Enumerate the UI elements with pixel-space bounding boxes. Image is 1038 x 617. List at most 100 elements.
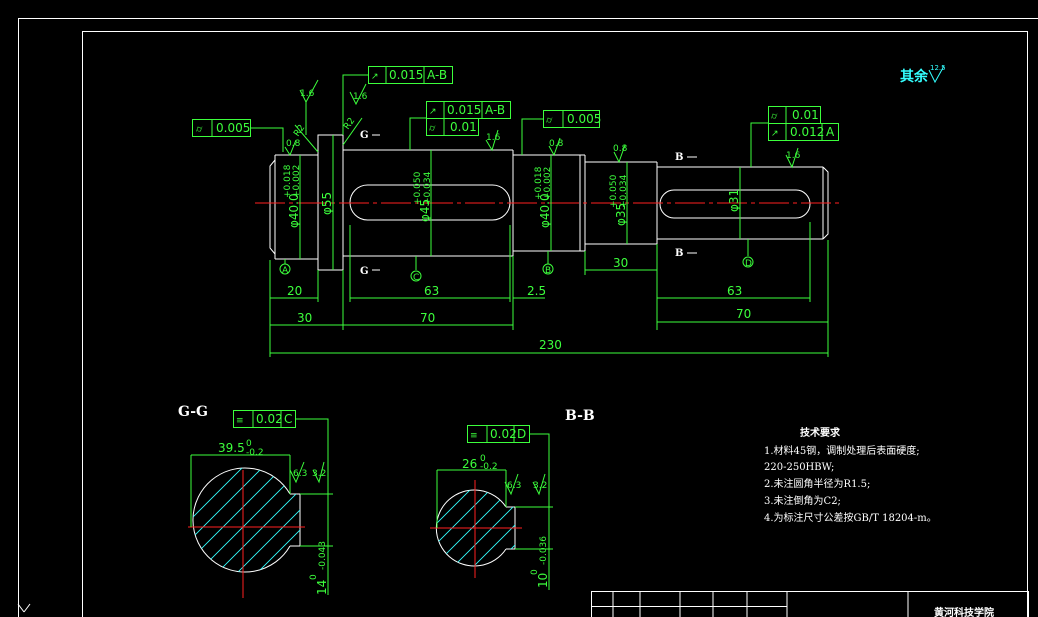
gtol-frame-2: ↗ 0.015 A-B bbox=[342, 66, 453, 135]
svg-text:⌭: ⌭ bbox=[429, 124, 436, 134]
dim-70-left: 70 bbox=[420, 311, 435, 325]
radius-callouts: R2 R2 bbox=[292, 116, 363, 153]
outer-border bbox=[18, 18, 1038, 617]
svg-text:D: D bbox=[517, 427, 526, 441]
svg-text:1.6: 1.6 bbox=[786, 151, 801, 161]
roughness-r6: 0.8 bbox=[548, 137, 564, 157]
dim-70-right: 70 bbox=[736, 307, 751, 321]
general-roughness: 其余 12.5 bbox=[900, 64, 946, 85]
svg-text:-0.036: -0.036 bbox=[539, 536, 549, 565]
svg-text:3.2: 3.2 bbox=[312, 469, 326, 479]
section-gg-view: 39.5 0 -0.2 14 0 -0.043 ≡ 0.02 C 6.3 3.2 bbox=[188, 410, 333, 598]
svg-text:A-B: A-B bbox=[427, 68, 447, 82]
svg-text:0: 0 bbox=[480, 454, 486, 464]
svg-text:⌭: ⌭ bbox=[196, 125, 203, 135]
datum-c: C bbox=[410, 256, 422, 283]
svg-text:+0.002: +0.002 bbox=[543, 167, 553, 200]
section-gg-title: G-G bbox=[178, 404, 208, 420]
svg-text:A-B: A-B bbox=[485, 103, 505, 117]
svg-text:B: B bbox=[675, 152, 683, 163]
datum-b: B bbox=[542, 251, 554, 276]
svg-text:0.01: 0.01 bbox=[792, 108, 819, 122]
datum-markers: A C B D bbox=[279, 239, 754, 283]
svg-text:0: 0 bbox=[530, 569, 540, 575]
svg-text:↗: ↗ bbox=[429, 107, 437, 117]
section-bb-title: B-B bbox=[565, 408, 595, 424]
svg-text:+0.050: +0.050 bbox=[413, 171, 423, 205]
gtol-frame-3: ↗ ⌭ 0.015 A-B 0.01 bbox=[409, 101, 511, 150]
svg-text:1.6: 1.6 bbox=[486, 133, 501, 143]
svg-text:10: 10 bbox=[536, 573, 550, 588]
svg-text:0.8: 0.8 bbox=[549, 139, 564, 149]
svg-text:A: A bbox=[282, 266, 289, 276]
length-dims: 20 30 63 70 2.5 30 63 70 230 bbox=[269, 222, 829, 357]
diameter-labels: φ40.0 +0.018 +0.002 φ55 φ45 +0.050 +0.03… bbox=[283, 164, 741, 228]
technical-notes: 技术要求 1.材料45钢，调制处理后表面硬度; 220-250HBW; 2.未注… bbox=[764, 426, 937, 524]
svg-text:+0.018: +0.018 bbox=[534, 166, 544, 200]
svg-text:G: G bbox=[360, 130, 369, 141]
dim-230: 230 bbox=[539, 338, 562, 352]
dim-dia35: φ35 bbox=[614, 203, 628, 226]
svg-text:B: B bbox=[675, 248, 683, 259]
svg-text:3.2: 3.2 bbox=[533, 481, 547, 491]
note-line-1: 1.材料45钢，调制处理后表面硬度; bbox=[764, 444, 920, 457]
svg-text:B: B bbox=[545, 266, 551, 276]
svg-text:+0.034: +0.034 bbox=[619, 174, 629, 208]
svg-text:1.6: 1.6 bbox=[300, 89, 315, 99]
roughness-r2: 1.6 bbox=[349, 83, 368, 106]
svg-text:6.3: 6.3 bbox=[293, 469, 307, 479]
dim-dia40-right: φ40.0 bbox=[538, 193, 552, 228]
gtol-frame-4: ⌭ 0.005 bbox=[521, 110, 601, 155]
svg-text:A: A bbox=[826, 125, 835, 139]
svg-text:≡: ≡ bbox=[236, 416, 244, 426]
svg-text:其余: 其余 bbox=[900, 68, 929, 85]
inner-border bbox=[82, 31, 1028, 617]
svg-text:6.3: 6.3 bbox=[507, 481, 521, 491]
svg-text:0: 0 bbox=[309, 574, 319, 580]
gtol-frame-5: ⌭ ↗ 0.01 0.012 A bbox=[750, 106, 839, 167]
svg-text:+0.050: +0.050 bbox=[609, 174, 619, 208]
svg-text:-0.043: -0.043 bbox=[318, 541, 328, 570]
school-name: 黄河科技学院 bbox=[934, 606, 994, 617]
dim-20: 20 bbox=[287, 284, 302, 298]
svg-text:D: D bbox=[745, 259, 752, 269]
roughness-r3: 1.6 bbox=[485, 129, 501, 152]
svg-text:1.6: 1.6 bbox=[353, 92, 368, 102]
svg-text:0.005: 0.005 bbox=[567, 112, 601, 126]
diameter-dims bbox=[299, 135, 741, 270]
roughness-r4: 1.6 bbox=[785, 147, 801, 169]
svg-text:39.5: 39.5 bbox=[218, 441, 245, 455]
svg-text:0.8: 0.8 bbox=[286, 139, 301, 149]
svg-text:14: 14 bbox=[315, 580, 329, 595]
svg-text:0.015: 0.015 bbox=[389, 68, 423, 82]
note-line-3: 2.未注圆角半径为R1.5; bbox=[764, 477, 870, 490]
dim-30-mid: 30 bbox=[613, 256, 628, 270]
section-markers: G G B B bbox=[360, 130, 697, 277]
title-block: 黄河科技学院 bbox=[591, 591, 1029, 617]
dim-63-left: 63 bbox=[424, 284, 439, 298]
notes-title: 技术要求 bbox=[800, 426, 841, 439]
svg-text:+0.034: +0.034 bbox=[423, 171, 433, 205]
roughness-symbols: 1.6 1.6 1.6 1.6 0.8 0.8 0.8 bbox=[284, 79, 801, 169]
svg-text:+0.002: +0.002 bbox=[292, 165, 302, 198]
svg-text:⌭: ⌭ bbox=[546, 116, 553, 126]
svg-text:C: C bbox=[413, 273, 419, 283]
section-bb-view: 26 0 -0.2 10 0 -0.036 ≡ 0.02 D 6.3 3.2 bbox=[430, 425, 553, 590]
svg-text:0.02: 0.02 bbox=[256, 412, 283, 426]
svg-text:-0.2: -0.2 bbox=[246, 448, 264, 458]
svg-text:0.01: 0.01 bbox=[450, 120, 477, 134]
svg-text:-0.2: -0.2 bbox=[480, 462, 498, 472]
svg-text:0.005: 0.005 bbox=[216, 121, 250, 135]
svg-text:⌭: ⌭ bbox=[771, 112, 778, 122]
dim-dia40-left: φ40.0 bbox=[287, 193, 301, 228]
roughness-r5: 0.8 bbox=[284, 139, 301, 157]
svg-text:12.5: 12.5 bbox=[930, 64, 946, 72]
dim-63-right: 63 bbox=[727, 284, 742, 298]
dim-30-left: 30 bbox=[297, 311, 312, 325]
svg-text:+0.018: +0.018 bbox=[283, 164, 293, 198]
note-line-5: 4.为标注尺寸公差按GB/T 18204-m。 bbox=[764, 511, 937, 524]
roughness-r7: 0.8 bbox=[613, 144, 628, 164]
svg-text:C: C bbox=[284, 412, 292, 426]
note-line-4: 3.未注倒角为C2; bbox=[764, 494, 841, 507]
